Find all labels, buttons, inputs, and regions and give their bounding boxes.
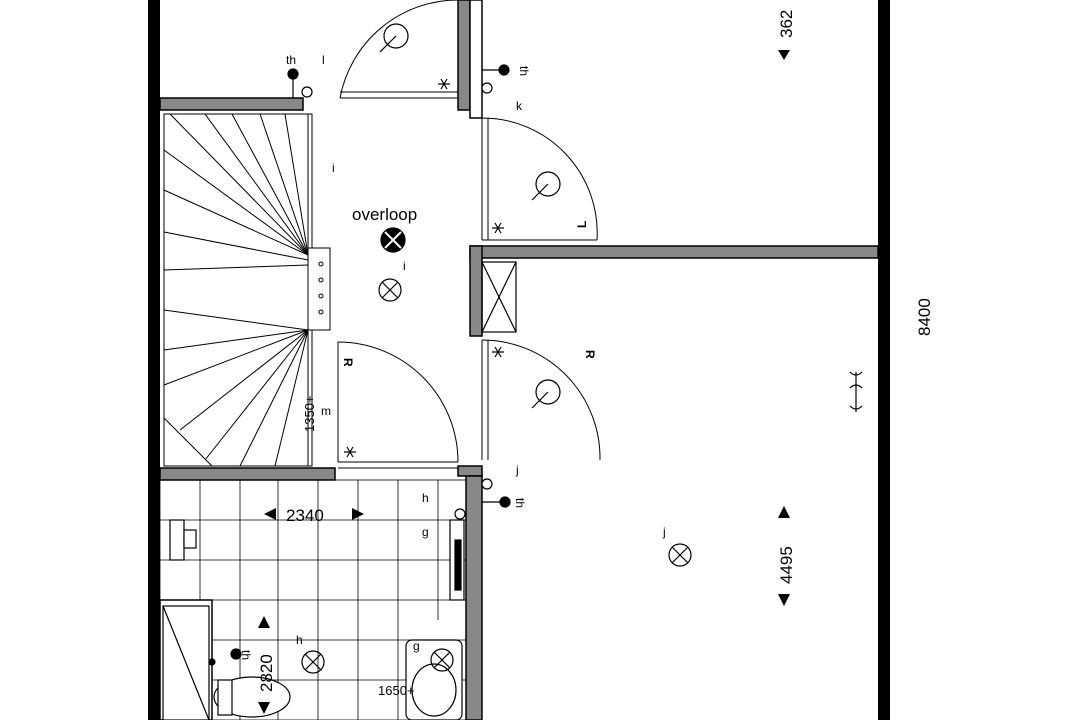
label-i-stair: i xyxy=(332,161,335,175)
dimension-arrows xyxy=(258,50,790,714)
label-g-2: g xyxy=(413,639,420,653)
label-h-2: h xyxy=(296,633,303,647)
doors xyxy=(337,0,601,469)
door-swing-right-1: R xyxy=(583,350,597,359)
label-i-landing: i xyxy=(403,259,406,273)
room-label-overloop: overloop xyxy=(352,205,417,224)
height-mark-stair: 1350+ xyxy=(302,395,317,432)
switch-icons xyxy=(344,78,504,458)
label-h-1: h xyxy=(422,491,429,505)
vent-icons xyxy=(379,23,561,409)
door-swing-right-2: R xyxy=(341,358,355,367)
label-th-4: th xyxy=(239,650,253,660)
lights xyxy=(301,227,692,674)
label-j-room: j xyxy=(662,525,666,539)
label-l: l xyxy=(322,53,325,67)
shaft xyxy=(481,261,517,333)
dim-right-room: 4495 xyxy=(777,546,796,584)
label-k: k xyxy=(516,99,523,113)
staircase xyxy=(163,113,331,467)
label-th-3: th xyxy=(513,498,527,508)
bathroom-fixtures xyxy=(162,519,465,720)
label-th-1: th xyxy=(286,53,296,67)
label-th-2: th xyxy=(517,66,531,76)
label-m: m xyxy=(321,404,331,418)
label-j-door: j xyxy=(515,463,519,477)
door-swing-left: L xyxy=(575,221,589,228)
height-mark-bath: 1650+ xyxy=(378,683,415,698)
dim-bath-depth: 2820 xyxy=(257,654,276,692)
outlet-icons xyxy=(230,64,511,660)
outer-walls xyxy=(148,0,890,720)
dim-right-total: 8400 xyxy=(915,298,934,336)
dim-bath-width: 2340 xyxy=(286,506,324,525)
label-g-1: g xyxy=(422,525,429,539)
radiator-icon xyxy=(849,371,863,412)
dim-top-right: 362 xyxy=(777,10,796,38)
